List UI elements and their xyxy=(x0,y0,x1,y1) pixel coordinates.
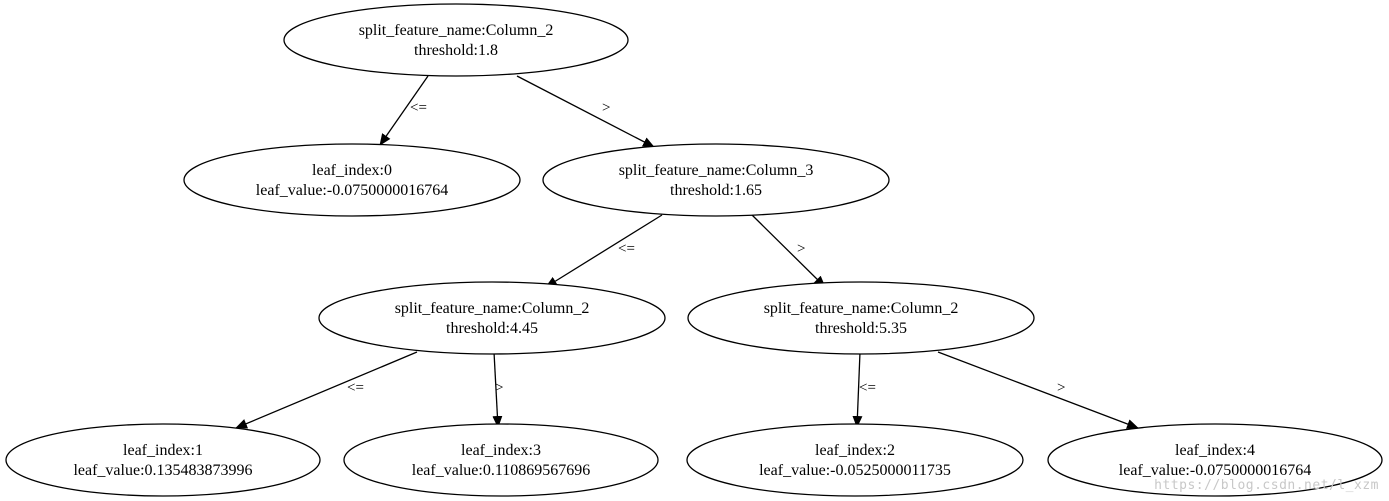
node-col3-feature: split_feature_name:Column_3 xyxy=(619,162,814,179)
node-leaf-0: leaf_index:0 leaf_value:-0.0750000016764 xyxy=(183,143,521,217)
edge-label-gt: > xyxy=(797,241,805,257)
edge-label-le: <= xyxy=(618,241,635,257)
edge-col2-535-to-leaf2: <= xyxy=(852,351,876,428)
node-root-feature: split_feature_name:Column_2 xyxy=(359,22,554,39)
edge-col2-445-to-leaf1: <= xyxy=(235,351,418,429)
edge-col3-to-col2-535: > xyxy=(751,214,826,288)
leaf-3-index: leaf_index:3 xyxy=(461,442,541,459)
edge-root-to-col3: > xyxy=(516,75,655,148)
node-split-column2-535: split_feature_name:Column_2 threshold:5.… xyxy=(687,281,1035,355)
leaf-2-index: leaf_index:2 xyxy=(815,442,895,459)
node-leaf-1: leaf_index:1 leaf_value:0.135483873996 xyxy=(5,423,321,497)
edge-col2-445-to-leaf3: > xyxy=(492,351,503,428)
edge-label-gt: > xyxy=(495,380,503,396)
node-root-split: split_feature_name:Column_2 threshold:1.… xyxy=(283,3,629,77)
node-root-threshold: threshold:1.8 xyxy=(414,42,498,59)
edge-label-gt: > xyxy=(1057,380,1065,396)
leaf-0-value: leaf_value:-0.0750000016764 xyxy=(256,182,448,199)
node-leaf-2: leaf_index:2 leaf_value:-0.0525000011735 xyxy=(686,423,1024,497)
edge-col3-to-col2-445: <= xyxy=(545,214,663,288)
edge-root-to-leaf0: <= xyxy=(379,75,429,146)
node-col2-445-feature: split_feature_name:Column_2 xyxy=(395,300,590,317)
watermark-url: https://blog.csdn.net/l_xzm xyxy=(1154,478,1379,493)
node-col2-445-threshold: threshold:4.45 xyxy=(446,320,538,337)
node-leaf-4: leaf_index:4 leaf_value:-0.0750000016764 xyxy=(1047,423,1383,497)
leaf-4-value: leaf_value:-0.0750000016764 xyxy=(1119,462,1311,479)
node-col3-threshold: threshold:1.65 xyxy=(670,182,762,199)
leaf-2-value: leaf_value:-0.0525000011735 xyxy=(759,462,951,479)
leaf-1-index: leaf_index:1 xyxy=(123,442,203,459)
node-split-column3: split_feature_name:Column_3 threshold:1.… xyxy=(542,143,890,217)
leaf-0-index: leaf_index:0 xyxy=(312,162,392,179)
edge-label-le: <= xyxy=(347,380,364,396)
node-leaf-3: leaf_index:3 leaf_value:0.110869567696 xyxy=(343,423,659,497)
leaf-3-value: leaf_value:0.110869567696 xyxy=(412,462,590,479)
leaf-4-index: leaf_index:4 xyxy=(1175,442,1255,459)
edge-label-le: <= xyxy=(410,100,427,116)
edge-label-le: <= xyxy=(859,380,876,396)
edge-label-gt: > xyxy=(602,100,610,116)
node-split-column2-445: split_feature_name:Column_2 threshold:4.… xyxy=(318,281,666,355)
leaf-1-value: leaf_value:0.135483873996 xyxy=(73,462,252,479)
node-col2-535-threshold: threshold:5.35 xyxy=(815,320,907,337)
node-col2-535-feature: split_feature_name:Column_2 xyxy=(764,300,959,317)
edge-col2-535-to-leaf4: > xyxy=(937,351,1139,429)
